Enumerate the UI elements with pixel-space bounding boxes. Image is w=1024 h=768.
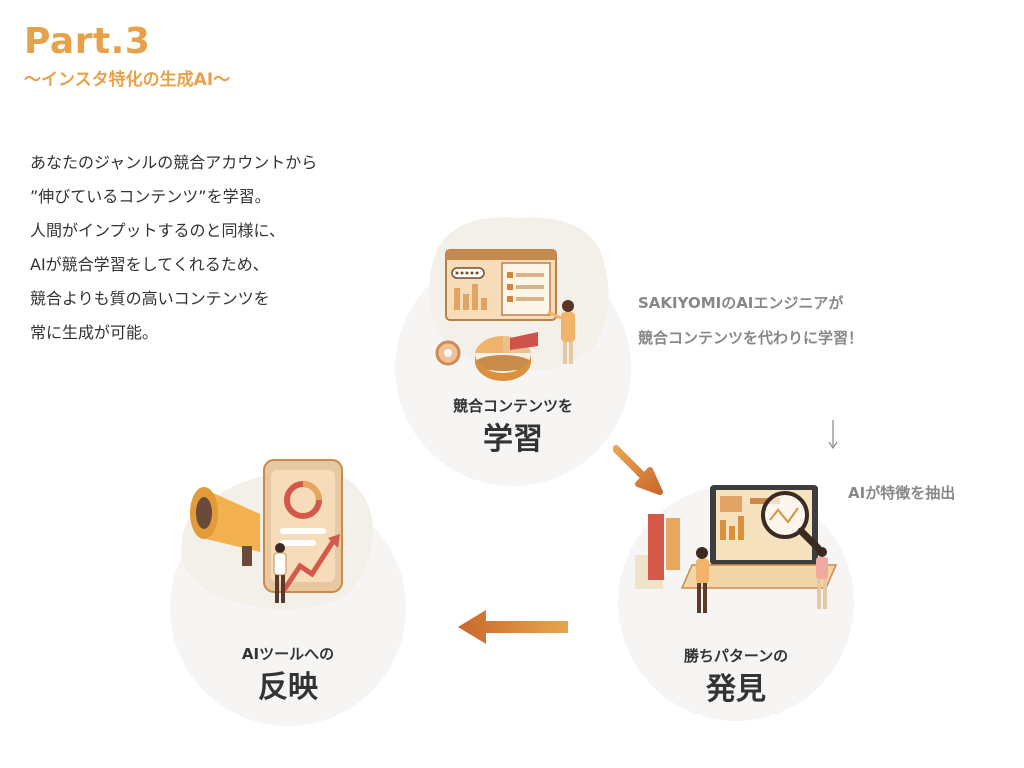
analysis-illustration-icon [635, 485, 838, 613]
step-sub-reflect: AIツールへの [241, 645, 335, 663]
intro-line: 常に生成が可能。 [30, 323, 159, 342]
engineer-note-line1: SAKIYOMIのAIエンジニアが [638, 294, 844, 312]
learning-illustration-icon [429, 217, 609, 381]
step-main-learn: 学習 [483, 422, 543, 457]
step-label-learn: 競合コンテンツを 学習 [395, 396, 631, 460]
part-title: Part.3 [24, 21, 151, 62]
intro-line: ”伸びているコンテンツ”を学習。 [30, 187, 271, 206]
extract-note: AIが特徴を抽出 [848, 484, 956, 502]
intro-line: AIが競合学習をしてくれるため、 [30, 255, 269, 274]
intro-text: あなたのジャンルの競合アカウントから ”伸びているコンテンツ”を学習。 人間がイ… [30, 148, 390, 352]
step-main-discover: 発見 [706, 672, 766, 707]
intro-line: あなたのジャンルの競合アカウントから [30, 153, 318, 172]
engineer-note-line2: 競合コンテンツを代わりに学習！ [638, 329, 864, 347]
step-sub-discover: 勝ちパターンの [683, 647, 789, 665]
megaphone-illustration-icon [181, 459, 373, 610]
intro-line: 人間がインプットするのと同様に、 [30, 221, 286, 240]
step-label-reflect: AIツールへの 反映 [170, 644, 406, 708]
step-sub-learn: 競合コンテンツを [452, 397, 573, 415]
step-main-reflect: 反映 [258, 670, 318, 705]
step-label-discover: 勝ちパターンの 発見 [618, 646, 854, 710]
intro-line: 競合よりも質の高いコンテンツを [30, 289, 270, 308]
cycle-arrow-icon [458, 610, 568, 644]
part-subtitle: 〜インスタ特化の生成AI〜 [24, 70, 231, 90]
cycle-arrow-icon [613, 445, 663, 495]
down-arrow-icon [828, 420, 838, 450]
